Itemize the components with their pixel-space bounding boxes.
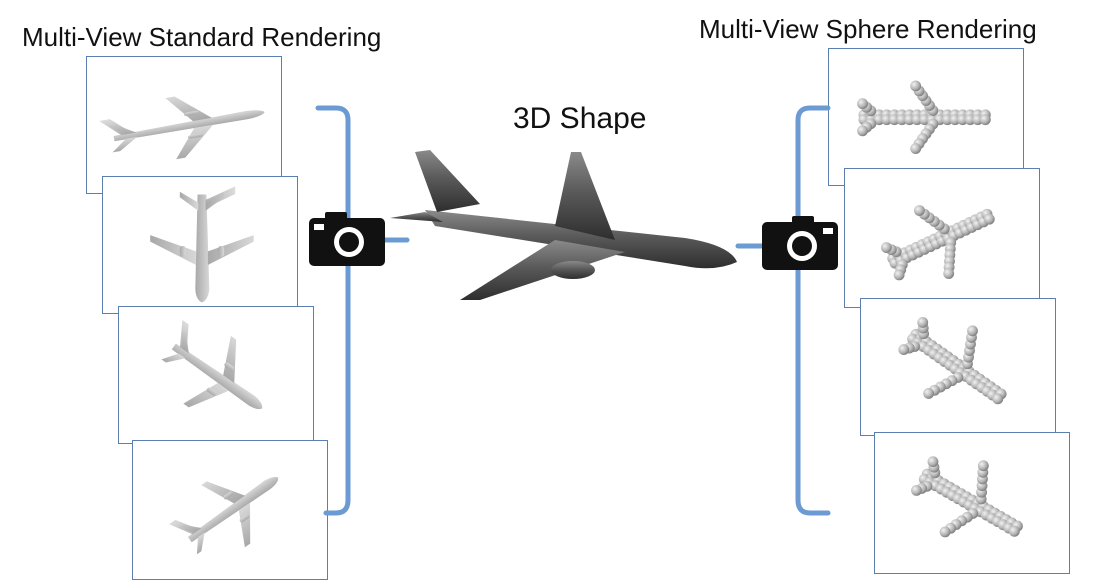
sphere-cloud [911, 456, 1023, 538]
sphere [898, 344, 910, 355]
standard-view-top [102, 176, 298, 314]
sphere [914, 205, 925, 216]
sphere [923, 387, 935, 399]
airplane-icon [143, 307, 286, 443]
sphere [967, 325, 978, 337]
airplane-icon [880, 205, 995, 281]
sphere [857, 98, 868, 110]
airplane-icon [857, 80, 991, 154]
airplane-icon [161, 446, 300, 576]
sphere [983, 213, 995, 225]
sphere [939, 526, 951, 538]
sphere [977, 460, 989, 472]
sphere [917, 317, 929, 328]
sphere [857, 125, 868, 137]
sphere-view-3 [860, 298, 1056, 436]
sphere [910, 80, 922, 92]
sphere [910, 143, 922, 154]
sphere-view-2 [844, 168, 1040, 308]
sphere-view-1 [828, 48, 1024, 186]
right-bracket [795, 105, 831, 516]
sphere-cloud [898, 317, 1007, 405]
left-title: Multi-View Standard Rendering [22, 22, 382, 52]
airplane-icon [150, 186, 254, 303]
sphere [992, 393, 1004, 405]
sphere-view-4 [874, 432, 1070, 574]
airplane-icon [898, 317, 1007, 405]
sphere [893, 269, 905, 281]
airplane-icon [911, 456, 1023, 538]
camera-icon [309, 212, 385, 266]
airplane-icon [97, 81, 271, 172]
airplane-icon [390, 150, 737, 300]
center-title: 3D Shape [513, 102, 647, 135]
camera-icon [762, 216, 838, 270]
standard-view-side [86, 56, 282, 194]
sphere [911, 484, 922, 496]
sphere-cloud [857, 80, 991, 154]
standard-view-angled [118, 306, 314, 444]
sphere [1008, 525, 1020, 537]
sphere [927, 456, 939, 468]
sphere [979, 114, 991, 126]
sphere [943, 268, 955, 279]
standard-view-bottom [132, 440, 328, 580]
right-title: Multi-View Sphere Rendering [699, 14, 1037, 44]
sphere [880, 242, 892, 253]
sphere-cloud [880, 205, 995, 281]
